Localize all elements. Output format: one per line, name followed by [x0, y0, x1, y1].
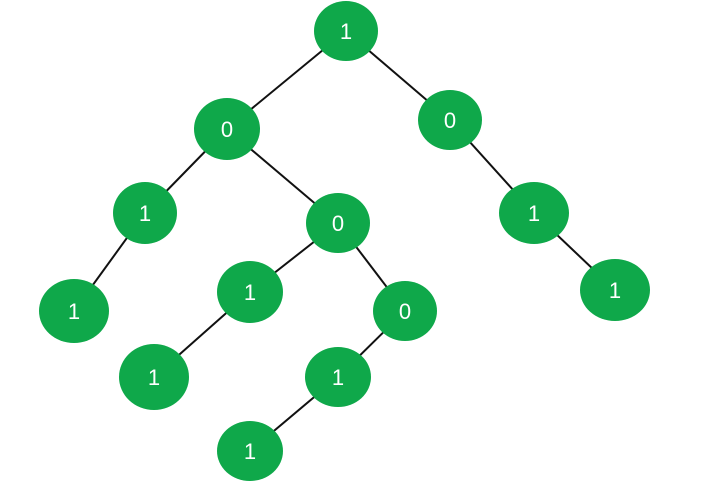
tree-node-circle — [194, 98, 260, 160]
nodes-layer: 1 0 0 1 0 1 1 0 1 1 1 1 1 — [39, 1, 650, 481]
tree-node-n7: 1 — [39, 279, 109, 343]
tree-node-n5: 0 — [306, 193, 370, 253]
tree-node-label: 0 — [444, 108, 456, 133]
tree-node-label: 1 — [332, 365, 344, 390]
tree-node-circle — [418, 90, 482, 150]
tree-node-circle — [499, 182, 569, 244]
tree-node-label: 1 — [244, 439, 256, 464]
tree-node-n2: 0 — [194, 98, 260, 160]
tree-node-label: 1 — [139, 201, 151, 226]
tree-node-circle — [580, 259, 650, 321]
tree-node-label: 1 — [68, 299, 80, 324]
tree-node-label: 1 — [609, 278, 621, 303]
tree-node-n9: 1 — [217, 261, 283, 323]
tree-node-n8: 0 — [373, 281, 437, 341]
tree-node-circle — [306, 193, 370, 253]
tree-node-n6: 1 — [499, 182, 569, 244]
tree-node-n13: 1 — [217, 421, 283, 481]
tree-node-n4: 1 — [113, 182, 177, 244]
tree-node-circle — [373, 281, 437, 341]
tree-node-n3: 0 — [418, 90, 482, 150]
tree-node-n12: 1 — [119, 344, 189, 410]
tree-node-label: 0 — [399, 299, 411, 324]
tree-node-circle — [305, 347, 371, 407]
tree-node-label: 1 — [244, 280, 256, 305]
tree-node-label: 1 — [528, 201, 540, 226]
tree-node-n10: 1 — [580, 259, 650, 321]
tree-node-circle — [217, 421, 283, 481]
tree-node-circle — [113, 182, 177, 244]
tree-node-circle — [314, 1, 378, 61]
tree-node-circle — [119, 344, 189, 410]
tree-node-label: 0 — [221, 117, 233, 142]
tree-node-label: 1 — [148, 365, 160, 390]
tree-node-label: 1 — [340, 19, 352, 44]
tree-node-circle — [39, 279, 109, 343]
tree-node-label: 0 — [332, 211, 344, 236]
tree-node-n11: 1 — [305, 347, 371, 407]
tree-node-n1: 1 — [314, 1, 378, 61]
tree-node-circle — [217, 261, 283, 323]
